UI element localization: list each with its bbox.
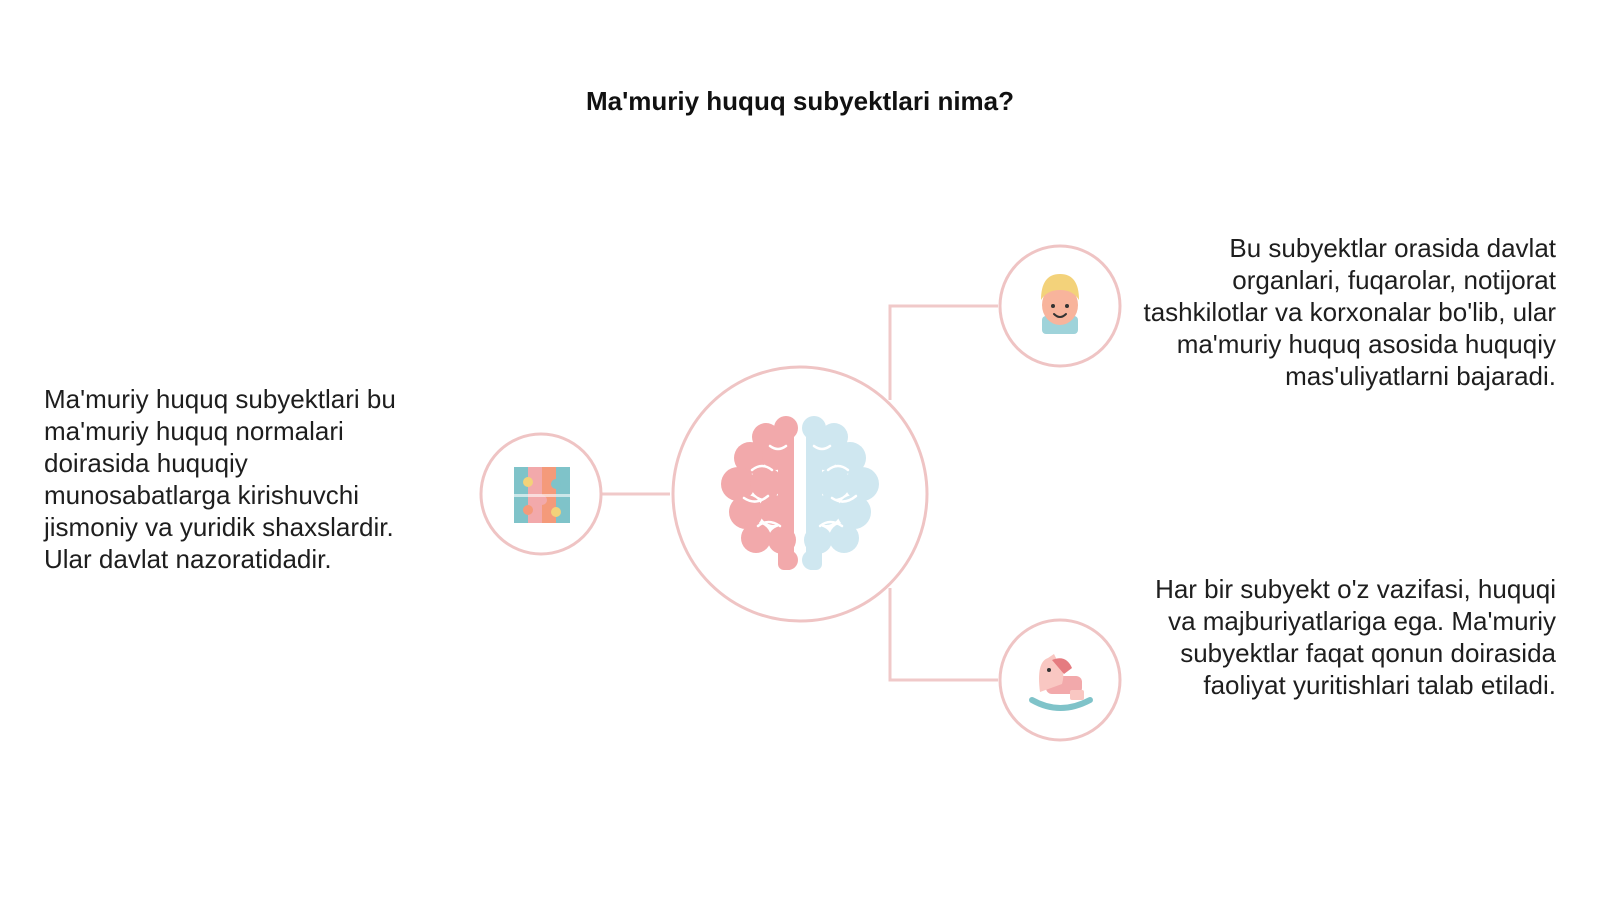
- child-face-icon: [1041, 274, 1079, 334]
- bottom-right-node: [998, 618, 1122, 742]
- connector-top-right: [888, 304, 998, 400]
- top-right-description: Bu subyektlar orasida davlat organlari, …: [1143, 233, 1557, 391]
- top-right-node: [998, 244, 1122, 368]
- connector-bottom-right: [888, 588, 998, 682]
- left-node: [479, 432, 603, 556]
- brain-icon: [721, 416, 879, 572]
- bottom-right-description: Har bir subyekt o'z vazifasi, huquqi va …: [1155, 574, 1556, 700]
- page-title: Ma'muriy huquq subyektlari nima?: [585, 86, 1015, 116]
- rocking-horse-icon: [1029, 654, 1093, 711]
- connector-lines: [600, 304, 998, 682]
- left-description: Ma'muriy huquq subyektlari bu ma'muriy h…: [44, 384, 396, 574]
- puzzle-icon: [514, 467, 570, 523]
- center-node: [671, 365, 929, 623]
